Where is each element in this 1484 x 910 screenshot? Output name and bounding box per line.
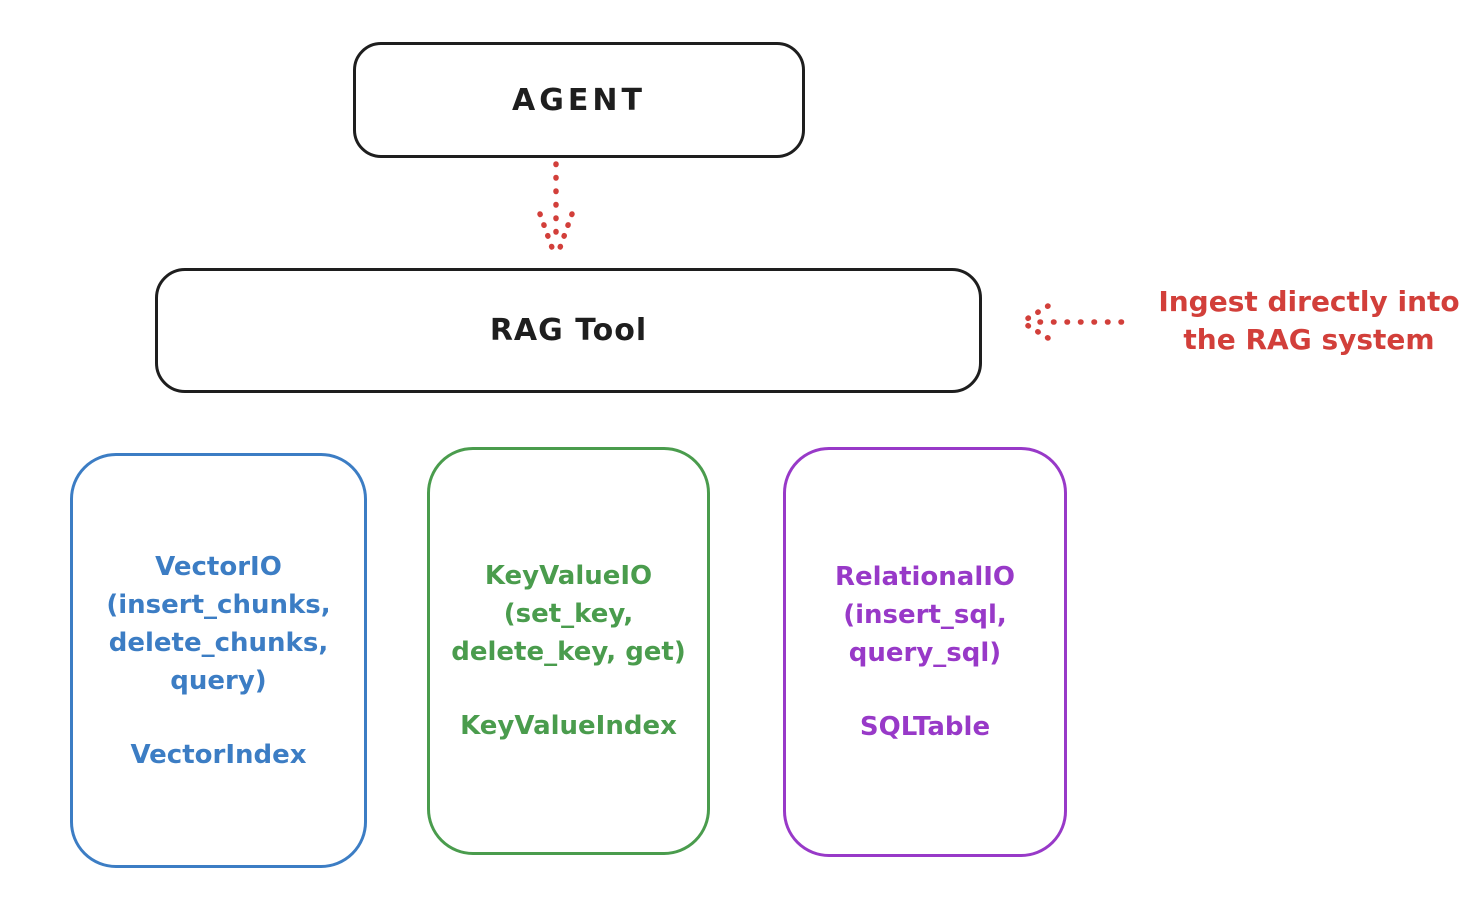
store-title-line: (set_key, xyxy=(503,599,634,629)
ingest-annotation-line: the RAG system xyxy=(1183,323,1435,356)
vector-store-box: VectorIO (insert_chunks, delete_chunks, … xyxy=(70,453,367,868)
store-title-line: RelationalIO xyxy=(834,562,1016,592)
store-title-line: (insert_chunks, xyxy=(106,589,331,620)
store-title-line: (insert_sql, xyxy=(843,600,1007,630)
ingest-arrow-icon xyxy=(1019,303,1135,341)
relational-store-box: RelationalIO (insert_sql, query_sql) SQL… xyxy=(783,447,1067,857)
ingest-annotation-line: Ingest directly into xyxy=(1158,285,1460,318)
rag-tool-label: RAG Tool xyxy=(489,313,648,348)
store-title-line: VectorIO xyxy=(155,551,282,582)
ingest-annotation: Ingest directly into the RAG system xyxy=(1135,283,1483,359)
store-index-label: VectorIndex xyxy=(130,739,307,770)
keyvalue-store-box: KeyValueIO (set_key, delete_key, get) Ke… xyxy=(427,447,710,855)
store-index-label: SQLTable xyxy=(859,712,991,742)
rag-tool-box: RAG Tool xyxy=(155,268,982,393)
store-index-label: KeyValueIndex xyxy=(460,711,677,741)
store-title-line: query) xyxy=(170,665,267,696)
store-title-line: query_sql) xyxy=(848,638,1002,668)
agent-label: AGENT xyxy=(512,82,646,118)
agent-to-ragtool-arrow-icon xyxy=(537,161,575,259)
agent-box: AGENT xyxy=(353,42,805,158)
store-title-line: KeyValueIO xyxy=(484,561,653,591)
store-title-line: delete_chunks, xyxy=(108,627,329,658)
store-title-line: delete_key, get) xyxy=(451,637,686,667)
